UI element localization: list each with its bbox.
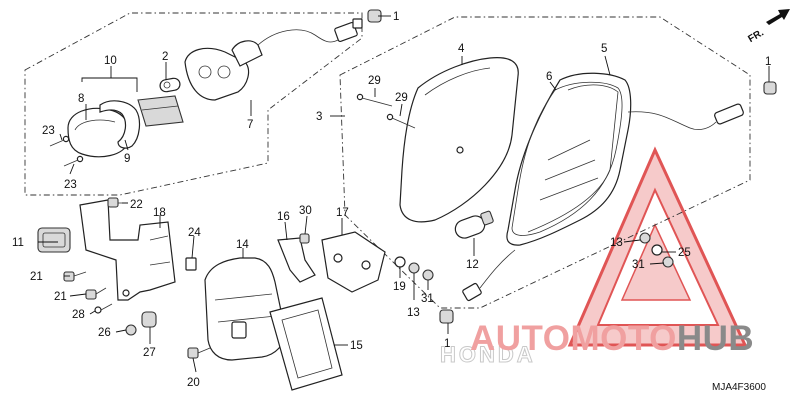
lens-gasket	[99, 100, 141, 149]
nut-31a	[662, 256, 674, 268]
callout-label: 2	[162, 51, 168, 63]
rivet-28	[94, 303, 113, 314]
front-direction-indicator: FR.	[746, 9, 790, 45]
callout-label: 23	[64, 179, 77, 191]
callout-label: 16	[277, 211, 290, 223]
honda-logo-faint: HONDA	[440, 342, 536, 367]
grommet-1b	[763, 81, 777, 95]
washer-25	[651, 244, 663, 256]
callout-label: 20	[187, 377, 200, 389]
callout-label: 1	[444, 338, 450, 350]
callout-labels: 1 1 1 2 3 4 5 6 7 8 9 10 11 12 13 13 14 …	[12, 11, 771, 389]
callout-label: 26	[98, 327, 111, 339]
screw-29a	[356, 93, 393, 107]
front-label: FR.	[746, 27, 766, 45]
tail-wire	[462, 103, 744, 302]
callout-label: 22	[130, 199, 143, 211]
license-bracket	[79, 199, 176, 301]
watermark: HONDA AUTOMOTOHUB	[440, 319, 754, 368]
grommet-1c	[439, 309, 454, 324]
nut-26	[125, 324, 137, 336]
leader-lines	[38, 15, 770, 373]
stay-bracket	[321, 231, 386, 293]
screw-29b	[386, 113, 416, 129]
callout-label: 5	[601, 43, 607, 55]
washer-19	[394, 256, 406, 268]
callout-label: 10	[104, 55, 117, 67]
license-bulb	[159, 77, 181, 93]
watermark-brand: AUTOMOTOHUB	[470, 319, 754, 358]
callout-label: 31	[632, 259, 645, 271]
callout-label: 29	[395, 92, 408, 104]
clip-24	[185, 257, 197, 271]
nut-31b	[422, 269, 434, 281]
nut-13a	[639, 232, 651, 244]
callout-label: 21	[30, 271, 43, 283]
callout-label: 6	[546, 71, 552, 83]
watermark-brand-part2: HUB	[677, 319, 754, 358]
callout-label: 27	[143, 347, 156, 359]
watermark-brand-part1: AUTOMOTO	[470, 319, 677, 358]
bolt-30	[299, 233, 310, 244]
callout-label: 29	[368, 75, 381, 87]
callout-label: 14	[236, 239, 249, 251]
callout-label: 17	[336, 207, 349, 219]
callout-label: 19	[393, 281, 406, 293]
tail-lens	[399, 57, 519, 223]
callout-label: 9	[124, 153, 130, 165]
bolt-21b	[85, 287, 107, 300]
tail-housing	[506, 72, 632, 246]
license-cover	[204, 257, 286, 361]
cover-gasket	[269, 297, 343, 391]
wire-bracket	[277, 237, 316, 283]
callout-label: 3	[316, 111, 322, 123]
license-lens	[67, 107, 131, 158]
callout-label: 13	[407, 307, 420, 319]
arrow-icon	[766, 9, 790, 25]
callout-label: 15	[350, 340, 363, 352]
bolt-20	[187, 347, 211, 359]
callout-label: 21	[54, 291, 67, 303]
rear-reflector	[37, 227, 71, 253]
callout-label: 12	[466, 259, 479, 271]
callout-label: 4	[458, 43, 465, 55]
callout-label: 1	[393, 11, 399, 23]
reflector-plate	[137, 95, 184, 127]
callout-label: 31	[421, 293, 434, 305]
callout-label: 23	[42, 125, 55, 137]
diagram-code: MJA4F3600	[712, 382, 766, 393]
callout-label: 30	[299, 205, 312, 217]
callout-label: 11	[12, 237, 24, 249]
license-light-socket	[184, 18, 363, 101]
callout-label: 7	[247, 119, 253, 131]
callout-label: 13	[610, 237, 623, 249]
tail-bulb	[454, 210, 494, 239]
callout-label: 1	[765, 56, 771, 68]
callout-label: 28	[72, 309, 85, 321]
lamp-group-outline-left	[24, 12, 363, 196]
screw-23a	[49, 135, 70, 147]
nut-13b	[408, 262, 420, 274]
callout-label: 8	[78, 93, 84, 105]
screw-23b	[63, 155, 84, 167]
callout-label: 25	[678, 247, 691, 259]
bolt-22	[107, 197, 128, 208]
tail-seal	[511, 81, 623, 236]
callout-label: 18	[153, 207, 166, 219]
collar-27	[141, 311, 157, 328]
callout-label: 24	[188, 227, 201, 239]
bolt-21a	[63, 271, 87, 282]
